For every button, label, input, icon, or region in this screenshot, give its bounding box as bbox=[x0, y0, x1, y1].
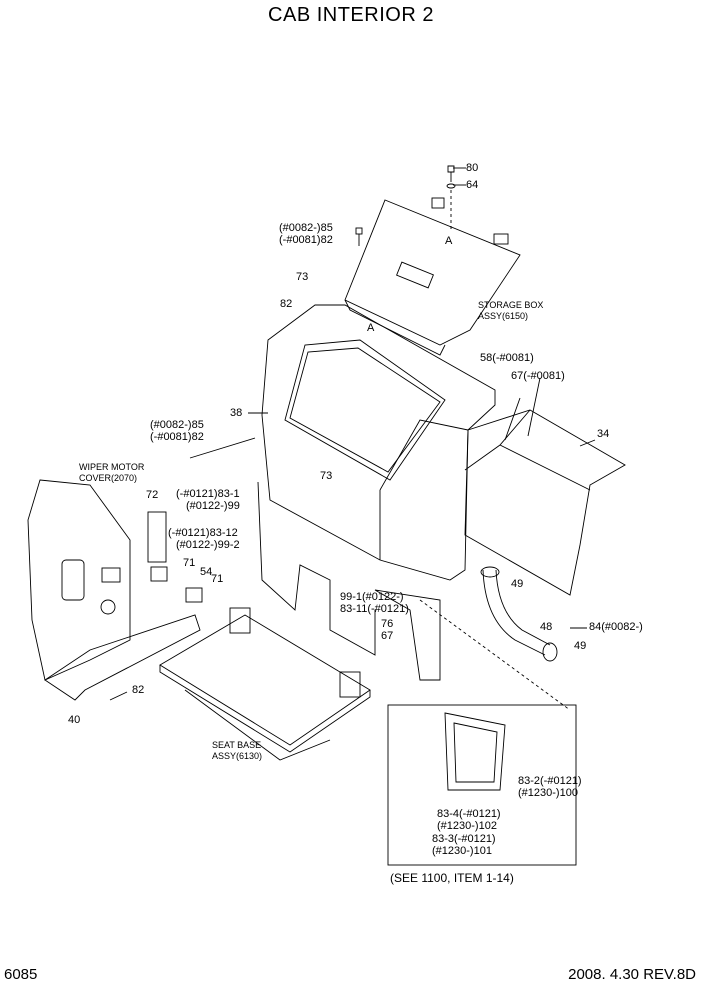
label-99-1: 99-1(#0122-) bbox=[340, 591, 404, 603]
label-58: 58(-#0081) bbox=[480, 352, 534, 364]
label-83-2a: 83-2(-#0121) bbox=[518, 775, 582, 787]
block-71 bbox=[150, 566, 168, 582]
label-54: 54 bbox=[200, 566, 213, 578]
label-85a-1: (#0082-)85 bbox=[279, 222, 333, 234]
label-67b: 67 bbox=[381, 630, 394, 642]
label-40: 40 bbox=[68, 714, 81, 726]
label-49a: 49 bbox=[511, 578, 524, 590]
label-83-12b: (#0122-)99-2 bbox=[176, 539, 240, 551]
label-48: 48 bbox=[540, 621, 553, 633]
label-83-2b: (#1230-)100 bbox=[518, 787, 578, 799]
label-49b: 49 bbox=[574, 640, 587, 652]
label-71b: 71 bbox=[211, 573, 224, 585]
label-84: 84(#0082-) bbox=[589, 621, 643, 633]
duct-hose-48 bbox=[480, 566, 558, 662]
label-34: 34 bbox=[597, 428, 610, 440]
bolt-85-icon bbox=[355, 227, 363, 246]
label-storage-2: ASSY(6150) bbox=[478, 311, 529, 321]
label-seat-2: ASSY(6130) bbox=[212, 751, 263, 761]
label-wiper-2: COVER(2070) bbox=[79, 473, 138, 483]
label-72: 72 bbox=[146, 489, 159, 501]
label-83-11: 83-11(-#0121) bbox=[340, 603, 409, 615]
label-83-3a: 83-3(-#0121) bbox=[432, 833, 496, 845]
label-83-4b: (#1230-)102 bbox=[437, 820, 497, 832]
label-82a: 82 bbox=[280, 298, 293, 310]
label-82b: 82 bbox=[132, 684, 145, 696]
label-83-1b: (#0122-)99 bbox=[186, 500, 240, 512]
label-83-4a: 83-4(-#0121) bbox=[437, 808, 501, 820]
label-83-3b: (#1230-)101 bbox=[432, 845, 492, 857]
block-71b bbox=[185, 587, 203, 603]
seat-base bbox=[159, 607, 371, 761]
storage-box-34 bbox=[464, 409, 626, 596]
label-83-1a: (-#0121)83-1 bbox=[176, 488, 240, 500]
detail-box bbox=[387, 599, 577, 866]
label-73b: 73 bbox=[320, 470, 333, 482]
label-storage-1: STORAGE BOX bbox=[478, 300, 544, 310]
page-number: 6085 bbox=[4, 966, 38, 983]
label-85a-2: (-#0081)82 bbox=[279, 234, 333, 246]
label-76: 76 bbox=[381, 618, 394, 630]
label-a-2: A bbox=[367, 322, 375, 334]
bracket-99 bbox=[257, 481, 376, 656]
label-38: 38 bbox=[230, 407, 243, 419]
bracket-99-1 bbox=[374, 589, 441, 681]
label-71a: 71 bbox=[183, 557, 196, 569]
bolt-80-icon bbox=[446, 165, 456, 232]
label-85b-1: (#0082-)85 bbox=[150, 419, 204, 431]
label-a-1: A bbox=[445, 235, 453, 247]
wiper-motor-cover bbox=[27, 479, 131, 681]
storage-box-lid bbox=[344, 197, 521, 356]
label-64: 64 bbox=[466, 179, 479, 191]
label-wiper-1: WIPER MOTOR bbox=[79, 462, 145, 472]
label-seat-1: SEAT BASE bbox=[212, 740, 262, 750]
rear-panel-38 bbox=[261, 304, 496, 581]
lower-panel-40 bbox=[44, 614, 201, 701]
label-85b-2: (-#0081)82 bbox=[150, 431, 204, 443]
bracket-72 bbox=[147, 511, 167, 563]
label-see-reference: (SEE 1100, ITEM 1-14) bbox=[390, 871, 514, 885]
revision-date: 2008. 4.30 REV.8D bbox=[568, 966, 696, 983]
label-80: 80 bbox=[466, 162, 479, 174]
page-title: CAB INTERIOR 2 bbox=[268, 4, 434, 26]
label-83-12a: (-#0121)83-12 bbox=[168, 527, 238, 539]
label-67a: 67(-#0081) bbox=[511, 370, 565, 382]
label-73a: 73 bbox=[296, 271, 309, 283]
